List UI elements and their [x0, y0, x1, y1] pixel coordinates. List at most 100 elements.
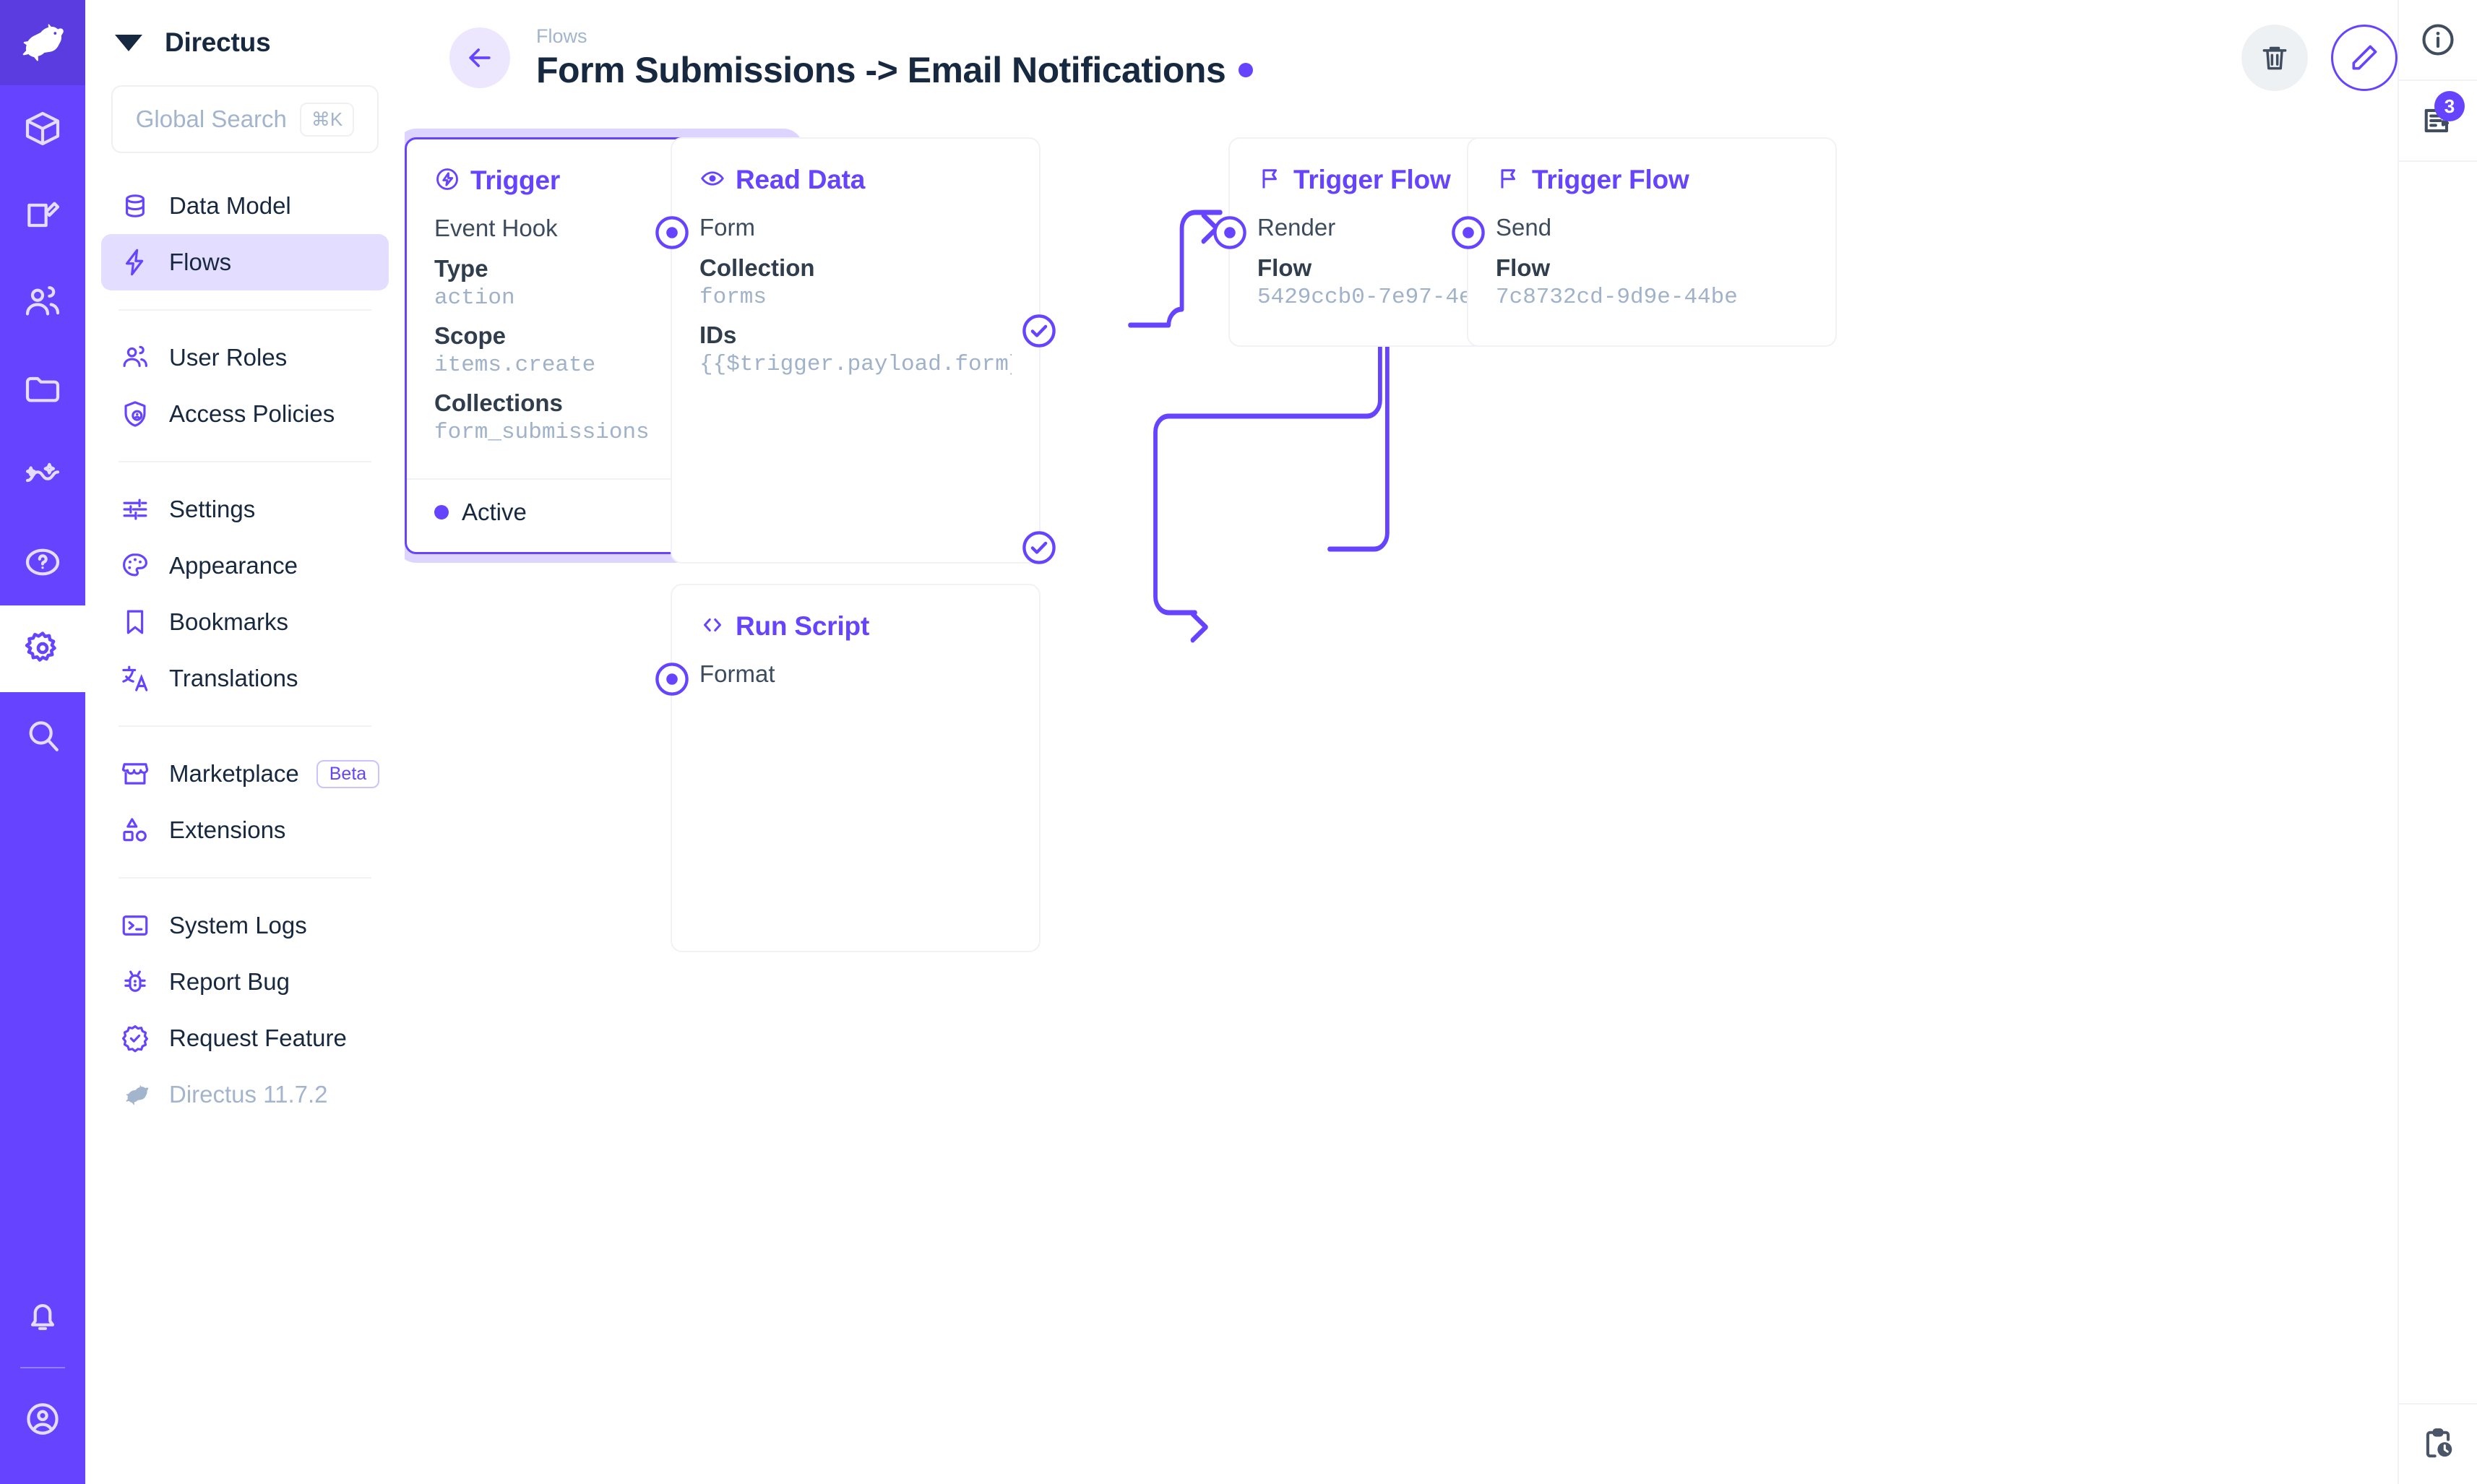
node-title: Trigger Flow: [1293, 165, 1451, 194]
sidebar-item-translations[interactable]: Translations: [101, 650, 389, 707]
delete-flow-button[interactable]: [2241, 25, 2308, 91]
field-key: Scope: [434, 322, 507, 349]
sidebar-item-data-model[interactable]: Data Model: [101, 178, 389, 234]
sidebar-item-label: Appearance: [169, 552, 298, 579]
port-input-trigger-flow-send[interactable]: [1449, 214, 1487, 251]
sidebar-item-appearance[interactable]: Appearance: [101, 538, 389, 594]
back-button[interactable]: [449, 27, 510, 88]
bug-icon: [119, 965, 152, 998]
field-key: IDs: [699, 322, 737, 348]
sidebar-item-label: User Roles: [169, 344, 288, 371]
lightning-bolt-icon: [119, 246, 152, 279]
breadcrumb[interactable]: Flows: [536, 25, 587, 47]
status-badge: [1238, 62, 1254, 77]
sidebar-item-version: Directus 11.7.2: [101, 1066, 389, 1123]
rail-settings-gear-icon[interactable]: [0, 605, 85, 692]
info-button[interactable]: [2398, 0, 2477, 81]
port-input-trigger-flow-render[interactable]: [1211, 214, 1249, 251]
main-area: Flows Form Submissions -> Email Notifica…: [405, 0, 2477, 1484]
sidebar-item-user-roles[interactable]: User Roles: [101, 329, 389, 386]
field-value: action: [434, 285, 515, 311]
rail-folder-files-icon[interactable]: [0, 345, 85, 432]
flow-node-run-script[interactable]: Run Script Format: [655, 531, 1056, 952]
field-key: Collection: [699, 254, 815, 281]
sidebar-item-bookmarks[interactable]: Bookmarks: [101, 594, 389, 650]
sidebar-item-label: Bookmarks: [169, 608, 289, 635]
edit-flow-button[interactable]: [2331, 25, 2398, 91]
page-title: Form Submissions -> Email Notifications: [536, 49, 1226, 90]
rail-box-module-icon[interactable]: [0, 85, 85, 172]
sidebar-divider: [119, 309, 371, 311]
node-subtitle: Form: [699, 214, 755, 241]
page-header: Flows Form Submissions -> Email Notifica…: [405, 0, 2477, 116]
sidebar-item-system-logs[interactable]: System Logs: [101, 897, 389, 954]
rail-user-avatar-icon[interactable]: [0, 1376, 85, 1462]
module-sidebar: Directus Global Search ⌘K Data Model: [85, 0, 405, 1484]
flow-canvas[interactable]: Trigger Event Hook Type action Scope ite…: [405, 116, 2398, 1484]
logs-count-badge: 3: [2434, 91, 2465, 121]
rail-users-icon[interactable]: [0, 259, 85, 345]
rail-notifications-bell-icon[interactable]: [0, 1273, 85, 1360]
bookmark-icon: [119, 605, 152, 639]
port-input-read-data[interactable]: [653, 214, 691, 251]
node-title: Read Data: [736, 165, 866, 194]
users-icon: [119, 341, 152, 374]
node-title: Trigger: [470, 165, 561, 195]
sidebar-item-report-bug[interactable]: Report Bug: [101, 954, 389, 1010]
node-title: Run Script: [736, 611, 870, 641]
shield-user-icon: [119, 397, 152, 431]
rail-insights-icon[interactable]: [0, 432, 85, 519]
bolt-circle-icon: [434, 166, 460, 196]
node-subtitle: Send: [1496, 214, 1552, 241]
flow-node-trigger-flow-send[interactable]: Trigger Flow Send Flow 7c8732cd-9d9e-44b…: [1452, 137, 1837, 347]
rail-content-edit-icon[interactable]: [0, 172, 85, 259]
sidebar-item-label: Translations: [169, 665, 298, 691]
sidebar-item-label: Report Bug: [169, 968, 290, 995]
sidebar-item-request-feature[interactable]: Request Feature: [101, 1010, 389, 1066]
sidebar-item-access-policies[interactable]: Access Policies: [101, 386, 389, 442]
sidebar-item-label: Settings: [169, 496, 256, 522]
flow-node-read-data[interactable]: Read Data Form Collection forms IDs {{$t…: [655, 137, 1056, 564]
node-subtitle: Render: [1257, 214, 1336, 241]
sidebar-item-label: Request Feature: [169, 1024, 347, 1051]
translate-icon: [119, 662, 152, 695]
sidebar-divider: [119, 461, 371, 462]
storefront-icon: [119, 757, 152, 790]
sidebar-item-label: Flows: [169, 249, 232, 275]
directus-logo-icon[interactable]: [0, 0, 85, 85]
node-status-row: Active: [407, 478, 793, 526]
node-title: Trigger Flow: [1532, 165, 1689, 194]
sidebar-divider: [119, 877, 371, 879]
rail-help-question-icon[interactable]: [0, 519, 85, 605]
logs-button[interactable]: 3: [2398, 81, 2477, 162]
sidebar-title: Directus: [165, 27, 271, 57]
field-value: form_submissions: [434, 420, 650, 445]
global-search-input[interactable]: Global Search ⌘K: [111, 85, 379, 153]
eye-icon: [699, 165, 725, 195]
field-key: Collections: [434, 389, 563, 416]
field-key: Flow: [1257, 254, 1312, 281]
sidebar-item-label: System Logs: [169, 912, 307, 939]
database-icon: [119, 189, 152, 223]
port-input-run-script[interactable]: [653, 660, 691, 698]
node-status-label: Active: [462, 499, 527, 525]
sidebar-item-label: Extensions: [169, 816, 286, 843]
sidebar-item-extensions[interactable]: Extensions: [101, 802, 389, 858]
node-subtitle: Event Hook: [434, 215, 558, 241]
directus-mark-icon: [111, 24, 146, 62]
status-dot-icon: [434, 505, 449, 519]
badge-check-icon: [119, 1022, 152, 1055]
sidebar-divider: [119, 725, 371, 727]
terminal-icon: [119, 909, 152, 942]
sidebar-item-settings[interactable]: Settings: [101, 481, 389, 538]
sidebar-item-marketplace[interactable]: Marketplace Beta: [101, 746, 389, 802]
shapes-icon: [119, 814, 152, 847]
port-resolve-read-data[interactable]: [1020, 312, 1058, 350]
sidebar-item-flows[interactable]: Flows: [101, 234, 389, 290]
field-value: {{$trigger.payload.form}}: [699, 352, 1012, 377]
sidebar-item-label: Access Policies: [169, 400, 335, 427]
port-resolve-run-script[interactable]: [1020, 529, 1058, 566]
rail-search-icon[interactable]: [0, 692, 85, 779]
search-shortcut-badge: ⌘K: [299, 102, 355, 137]
activity-button[interactable]: [2398, 1403, 2477, 1484]
